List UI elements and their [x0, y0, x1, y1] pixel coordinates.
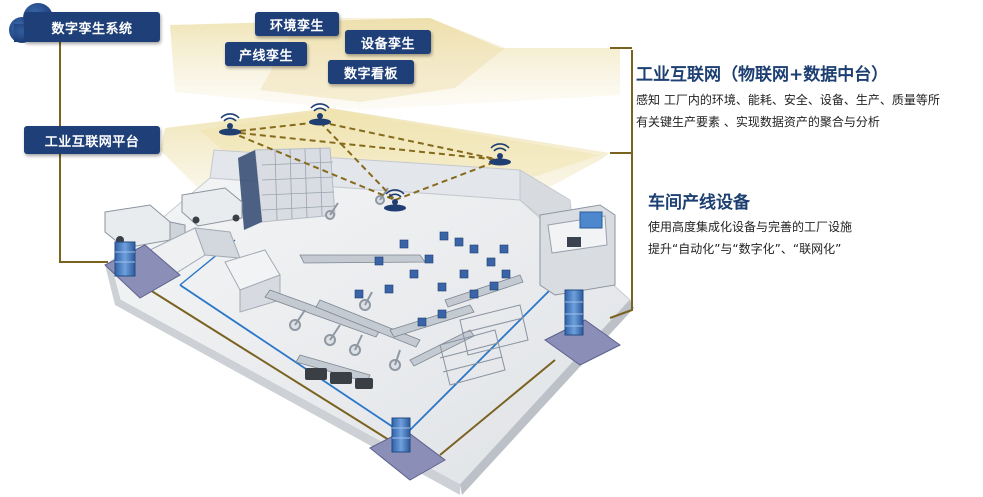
- storage-carts: [439, 304, 529, 386]
- workshop-title: 车间产线设备: [648, 193, 750, 213]
- production-line-twin-tag: 产线孪生: [225, 42, 307, 66]
- server-tower-left: [104, 241, 181, 299]
- truck-2: [181, 187, 243, 227]
- industrial-internet-desc-2: 有关键生产要素 、实现数据资产的聚合与分析: [636, 115, 880, 129]
- floor-front-edge: [105, 262, 460, 495]
- robot-arms: [289, 187, 401, 371]
- control-room: [539, 204, 616, 296]
- workshop-desc-1: 使用高度集成化设备与完善的工厂设施: [648, 220, 853, 234]
- wireless-mesh: [229, 121, 501, 201]
- industrial-platform-tag: 工业互联网平台: [24, 126, 160, 154]
- workshop-desc-2: 提升“自动化”与“数字化”、“联网化”: [648, 242, 842, 256]
- server-tower-front: [369, 417, 446, 481]
- assembly-lines: [264, 254, 524, 383]
- truck-1: [104, 204, 186, 249]
- wireless-antenna-3: [489, 143, 511, 166]
- agv-vehicles: [305, 368, 373, 389]
- dashboard-twin-tag: 数字看板: [328, 60, 414, 84]
- industrial-internet-desc-1: 感知 工厂内的环境、能耗、安全、设备、生产、质量等所: [636, 93, 940, 107]
- industrial-internet-title: 工业互联网（物联网+数据中台）: [636, 65, 889, 85]
- material-bins: [354, 231, 511, 327]
- wireless-antenna-2: [309, 103, 331, 126]
- wireless-antenna-1: [219, 113, 241, 136]
- wireless-antenna-4: [384, 189, 406, 212]
- digital-twin-system-tag: 数字孪生系统: [24, 12, 160, 42]
- equipment-twin-tag: 设备孪生: [345, 30, 431, 54]
- environment-twin-tag: 环境孪生: [255, 12, 339, 36]
- connector-lines: [59, 40, 633, 456]
- server-tower-right: [544, 289, 621, 366]
